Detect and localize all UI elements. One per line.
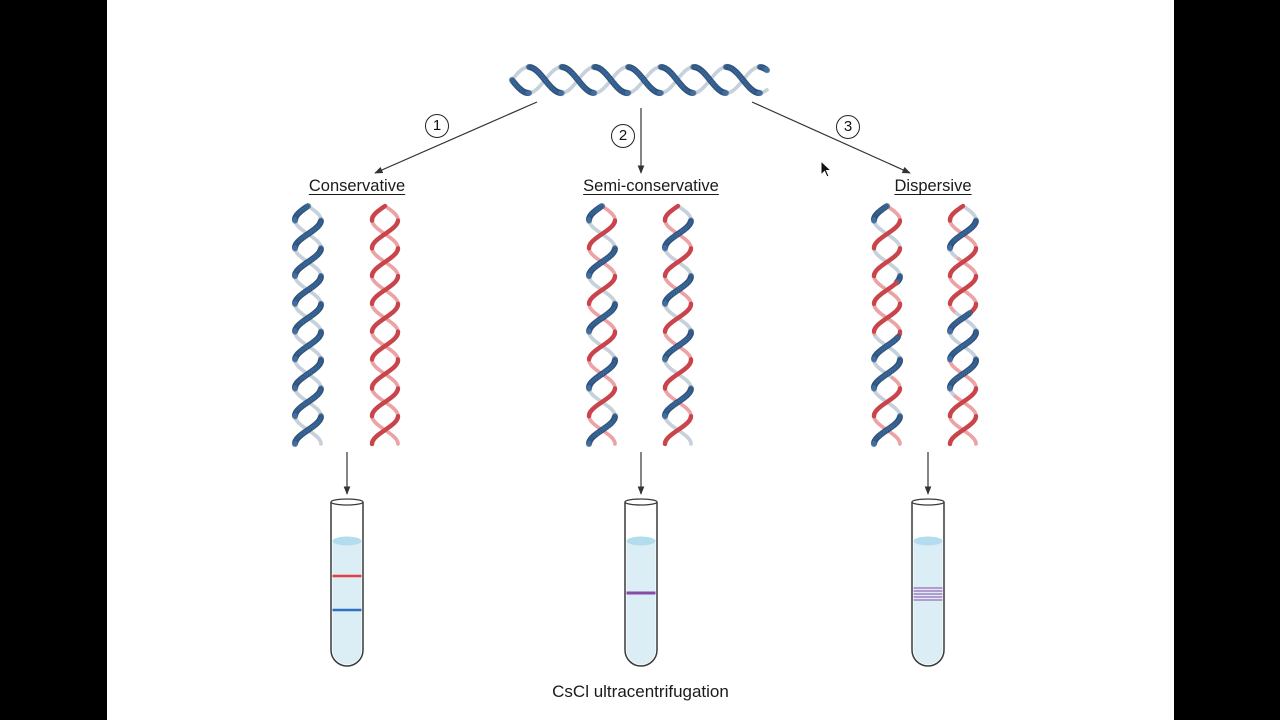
tube-outline — [330, 502, 364, 667]
conservative-helix-old — [291, 202, 325, 448]
dispersive-helix-1 — [870, 202, 904, 448]
down-arrows — [343, 452, 932, 495]
slide: 1 2 3 Conservative Semi-conservative Dis… — [107, 0, 1174, 720]
tube-conservative — [330, 498, 364, 667]
cscl-gradient — [626, 540, 656, 665]
step-2-marker: 2 — [611, 124, 635, 148]
label-semi-conservative: Semi-conservative — [583, 177, 719, 195]
arrow-to-conservative — [374, 101, 538, 174]
meniscus — [913, 536, 943, 546]
semi-conservative-helix-1 — [585, 202, 619, 448]
parent-helix — [508, 63, 771, 97]
dispersive-helix-2 — [946, 203, 980, 447]
daughter-helices — [291, 202, 980, 448]
tube-rim — [624, 498, 658, 506]
cscl-gradient — [913, 540, 943, 665]
meniscus — [626, 536, 656, 546]
step-1-marker: 1 — [425, 114, 449, 138]
semi-conservative-helix-2 — [661, 203, 695, 447]
tube-semi-conservative — [624, 498, 658, 667]
mouse-pointer-icon — [820, 160, 833, 178]
replication-models-diagram — [291, 63, 980, 667]
cscl-gradient — [332, 540, 362, 665]
branch-arrows — [374, 101, 911, 174]
conservative-helix-new — [369, 203, 401, 447]
label-dispersive: Dispersive — [894, 177, 972, 195]
step-3-marker: 3 — [836, 115, 860, 139]
label-conservative: Conservative — [308, 177, 406, 195]
caption: CsCl ultracentrifugation — [552, 682, 729, 701]
tube-rim — [911, 498, 945, 506]
tube-outline — [911, 502, 945, 667]
parent-dna-helix — [508, 63, 771, 97]
tube-dispersive — [911, 498, 945, 667]
tube-outline — [624, 502, 658, 667]
centrifuge-tubes — [330, 498, 945, 667]
arrow-to-dispersive — [751, 101, 911, 174]
tube-rim — [330, 498, 364, 506]
meniscus — [332, 536, 362, 546]
